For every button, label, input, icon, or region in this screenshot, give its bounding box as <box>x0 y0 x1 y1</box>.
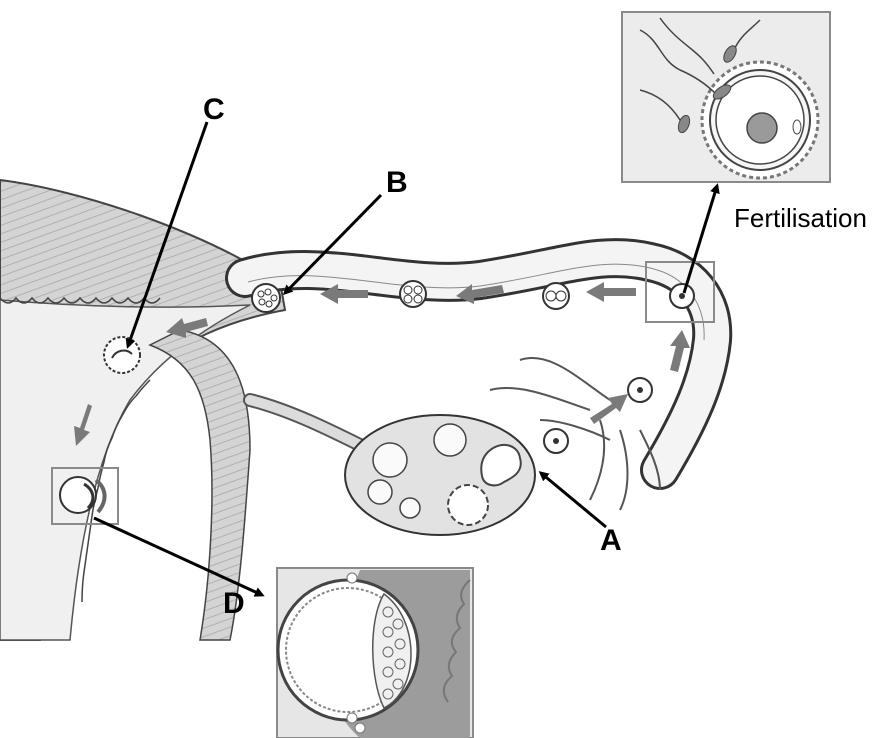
uterus <box>0 180 285 640</box>
label-fertilisation: Fertilisation <box>734 203 867 233</box>
gray-arrow-icon <box>586 282 636 302</box>
label-a: A <box>600 524 622 557</box>
label-b: B <box>386 166 408 199</box>
label-d: D <box>223 587 245 620</box>
corpus-luteum <box>448 485 488 525</box>
follicle <box>400 498 420 518</box>
follicle <box>368 480 392 504</box>
implantation-inset <box>277 568 473 738</box>
four-cell-stage <box>400 281 426 307</box>
fertilisation-inset <box>622 12 830 182</box>
label-c: C <box>203 93 225 126</box>
ovary <box>345 415 535 535</box>
follicle <box>373 443 407 477</box>
egg-nucleus <box>747 113 777 143</box>
morula <box>252 284 280 312</box>
follicle <box>434 424 466 456</box>
blastocyst <box>104 337 140 373</box>
gray-arrow-icon <box>590 394 628 424</box>
arrow-to-a <box>541 473 606 527</box>
